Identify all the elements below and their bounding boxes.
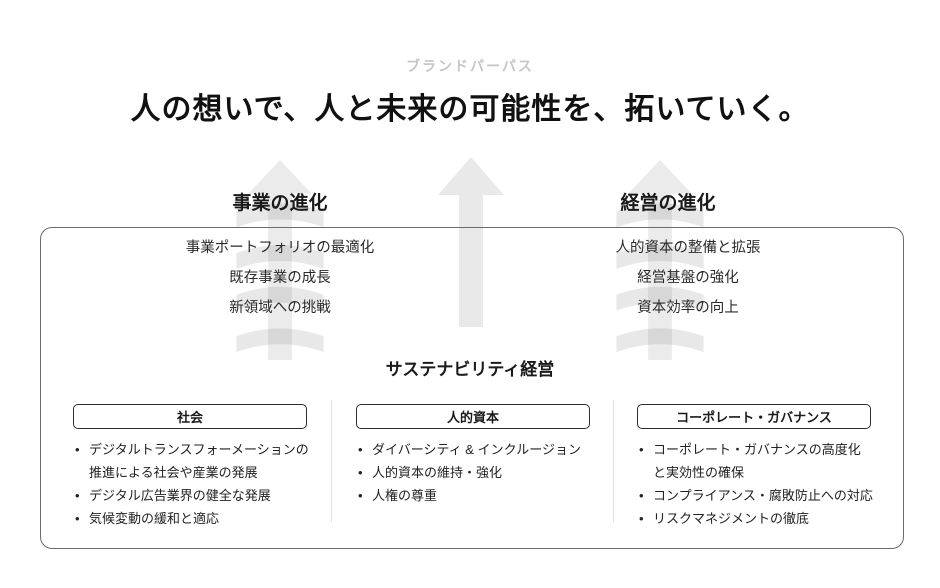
pillar-item: 既存事業の成長	[229, 270, 331, 286]
pillar-heading-business: 事業の進化	[232, 193, 328, 214]
pillar-item: 経営基盤の強化	[637, 270, 739, 286]
category-list-human-capital: ダイバーシティ & インクルージョン 人的資本の維持・強化 人権の尊重	[356, 438, 596, 507]
column-divider	[613, 400, 614, 522]
list-item: リスクマネジメントの徹底	[637, 507, 877, 530]
category-column-human-capital: 人的資本 ダイバーシティ & インクルージョン 人的資本の維持・強化 人権の尊重	[356, 404, 596, 507]
category-column-governance: コーポレート・ガバナンス コーポレート・ガバナンスの高度化 と実効性の確保 コン…	[637, 404, 877, 530]
list-item: 人権の尊重	[356, 484, 596, 507]
pillar-list-management: 人的資本の整備と拡張 経営基盤の強化 資本効率の向上	[538, 240, 838, 316]
page-title: 人の想いで、人と未来の可能性を、拓いていく。	[130, 93, 810, 126]
up-arrow-icon	[438, 157, 504, 327]
category-box-human-capital: 人的資本	[356, 404, 590, 429]
brand-purpose-label: ブランドパーパス	[406, 58, 534, 74]
category-list-governance: コーポレート・ガバナンスの高度化 と実効性の確保 コンプライアンス・腐敗防止への…	[637, 438, 877, 530]
pillar-list-business: 事業ポートフォリオの最適化 既存事業の成長 新領域への挑戦	[130, 240, 430, 316]
list-item: 人的資本の維持・強化	[356, 461, 596, 484]
pillar-item: 人的資本の整備と拡張	[615, 240, 761, 256]
pillar-item: 事業ポートフォリオの最適化	[185, 240, 375, 256]
category-column-society: 社会 デジタルトランスフォーメーションの 推進による社会や産業の発展 デジタル広…	[73, 404, 313, 530]
pillar-item: 資本効率の向上	[637, 300, 739, 316]
spiral-up-arrow-icon	[612, 158, 708, 360]
list-item: デジタルトランスフォーメーションの 推進による社会や産業の発展	[73, 438, 313, 484]
list-item: ダイバーシティ & インクルージョン	[356, 438, 596, 461]
column-divider	[331, 400, 332, 522]
category-label: コーポレート・ガバナンス	[676, 410, 832, 425]
list-item: デジタル広告業界の健全な発展	[73, 484, 313, 507]
category-list-society: デジタルトランスフォーメーションの 推進による社会や産業の発展 デジタル広告業界…	[73, 438, 313, 530]
list-item: コーポレート・ガバナンスの高度化 と実効性の確保	[637, 438, 877, 484]
category-label: 社会	[176, 410, 203, 425]
pillar-heading-management: 経営の進化	[620, 193, 716, 214]
strategy-container-outline	[40, 227, 904, 549]
category-box-society: 社会	[73, 404, 307, 429]
pillar-item: 新領域への挑戦	[229, 300, 331, 316]
category-box-governance: コーポレート・ガバナンス	[637, 404, 871, 429]
spiral-up-arrow-icon	[232, 158, 328, 360]
list-item: 気候変動の緩和と適応	[73, 507, 313, 530]
category-label: 人的資本	[446, 410, 499, 425]
sustainability-heading: サステナビリティ経営	[385, 360, 555, 379]
list-item: コンプライアンス・腐敗防止への対応	[637, 484, 877, 507]
